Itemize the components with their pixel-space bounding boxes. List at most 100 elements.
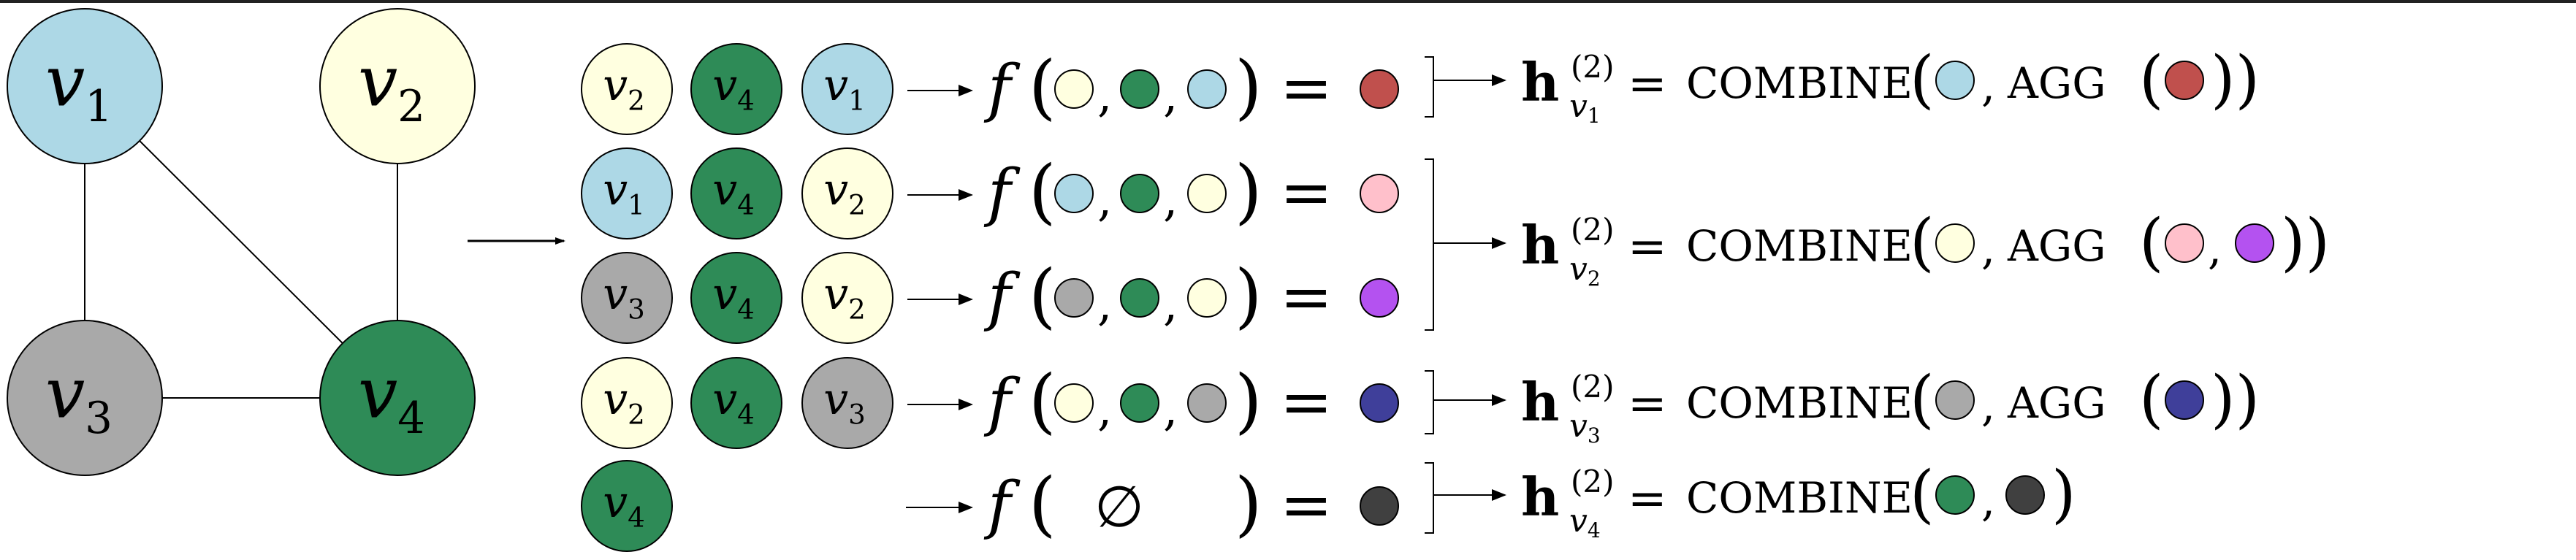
combine-eq-2: h(2)v2=COMBINE(,AGG(,)) <box>1521 206 2330 291</box>
h-superscript: (2) <box>1571 49 1615 85</box>
arg-dot-v2 <box>1187 278 1227 318</box>
agg-dot-m2 <box>2165 223 2204 263</box>
arg-comma: , <box>1097 277 1112 331</box>
h-subscript: v3 <box>1569 407 1601 448</box>
tuple-label-v2: v2 <box>823 164 866 220</box>
combine-comma: , <box>1981 223 1995 275</box>
combine-keyword: COMBINE <box>1686 378 1913 428</box>
h-subscript: v1 <box>1569 88 1601 128</box>
combine-open-paren: ( <box>1910 43 1935 116</box>
close-paren: ) <box>1235 150 1262 232</box>
combine-keyword: COMBINE <box>1686 221 1913 271</box>
arg-dot-v4 <box>1120 383 1159 423</box>
combine-self-dot <box>1935 223 1975 263</box>
agg-dot-m4 <box>2165 380 2204 420</box>
combine-msg-dot-m5 <box>2005 475 2045 515</box>
combine-comma: , <box>1981 380 1995 431</box>
arg-dot-v4 <box>1120 278 1159 318</box>
f-symbol: f <box>983 156 1021 229</box>
tuple-label-v4: v4 <box>603 477 645 533</box>
graph-node-v3 <box>7 320 163 476</box>
arg-dot-v2 <box>1054 69 1094 109</box>
combine-equals: = <box>1628 377 1667 431</box>
combine-comma: , <box>1981 475 1995 526</box>
combine-open-paren: ( <box>1910 363 1935 436</box>
close-paren: ) <box>1235 360 1262 442</box>
result-dot-m1 <box>1360 69 1399 109</box>
agg-keyword: AGG <box>2007 221 2106 271</box>
arg-dot-v3 <box>1187 383 1227 423</box>
close-paren: ) <box>1235 463 1262 545</box>
h-superscript: (2) <box>1571 212 1615 248</box>
agg-dot-m1 <box>2165 61 2204 100</box>
h-symbol: h <box>1521 466 1559 528</box>
arg-dot-v4 <box>1120 69 1159 109</box>
tuple-label-v4: v4 <box>712 164 755 220</box>
graph-node-v4 <box>319 320 476 476</box>
arg-dot-v2 <box>1187 174 1227 213</box>
h-subscript: v2 <box>1569 250 1601 291</box>
tuple-node-v4 <box>581 460 673 552</box>
arg-dot-v1 <box>1054 174 1094 213</box>
equals-sign: = <box>1280 366 1333 439</box>
h-superscript: (2) <box>1571 464 1615 499</box>
agg-dot-m3 <box>2235 223 2274 263</box>
combine-self-dot <box>1935 475 1975 515</box>
equals-sign: = <box>1280 469 1333 542</box>
tuple-node-v2 <box>801 147 893 239</box>
combine-keyword: COMBINE <box>1686 58 1913 108</box>
graph-node-label-v2: v2 <box>358 41 425 132</box>
open-paren: ( <box>1029 255 1056 337</box>
bracket-4 <box>1425 462 1434 534</box>
tuple-label-v2: v2 <box>603 374 645 430</box>
graph-node-v1 <box>7 8 163 164</box>
tuple-label-v4: v4 <box>712 60 755 116</box>
result-dot-m2 <box>1360 174 1399 213</box>
result-dot-m5 <box>1360 486 1399 526</box>
h-subscript: v4 <box>1569 502 1601 542</box>
arg-comma: , <box>1163 173 1178 227</box>
empty-set-symbol: ∅ <box>1094 475 1144 540</box>
combine-eq-1: h(2)v1=COMBINE(,AGG()) <box>1521 43 2260 128</box>
close-parens: )) <box>2211 363 2260 436</box>
equals-sign: = <box>1280 52 1333 125</box>
tuple-label-v1: v1 <box>603 164 645 220</box>
tuple-label-v2: v2 <box>603 60 645 116</box>
tuple-label-v1: v1 <box>823 60 866 116</box>
tuple-node-v4 <box>690 252 782 344</box>
combine-eq-3: h(2)v3=COMBINE(,AGG()) <box>1521 363 2260 448</box>
tuple-node-v2 <box>581 357 673 449</box>
bracket-3 <box>1425 370 1434 434</box>
f-symbol: f <box>983 52 1021 125</box>
combine-equals: = <box>1628 220 1667 274</box>
close-paren: ) <box>1235 46 1262 128</box>
combine-close-paren: ) <box>2051 458 2076 531</box>
arg-comma: , <box>1097 69 1112 123</box>
f-symbol: f <box>983 469 1021 542</box>
tuple-label-v3: v3 <box>823 374 866 430</box>
open-paren: ( <box>1029 46 1056 128</box>
h-symbol: h <box>1521 51 1559 113</box>
tuple-node-v4 <box>690 147 782 239</box>
combine-open-paren: ( <box>1910 206 1935 279</box>
combine-open-paren: ( <box>1910 458 1935 531</box>
arg-comma: , <box>1163 383 1178 437</box>
arg-dot-v4 <box>1120 174 1159 213</box>
tuple-node-v1 <box>801 43 893 135</box>
close-parens: )) <box>2281 206 2330 279</box>
graph-node-label-v4: v4 <box>358 353 425 444</box>
agg-keyword: AGG <box>2007 58 2106 108</box>
tuple-label-v4: v4 <box>712 269 755 325</box>
graph-node-v2 <box>319 8 476 164</box>
tuple-node-v4 <box>690 357 782 449</box>
tuple-label-v2: v2 <box>823 269 866 325</box>
tuple-node-v3 <box>581 252 673 344</box>
